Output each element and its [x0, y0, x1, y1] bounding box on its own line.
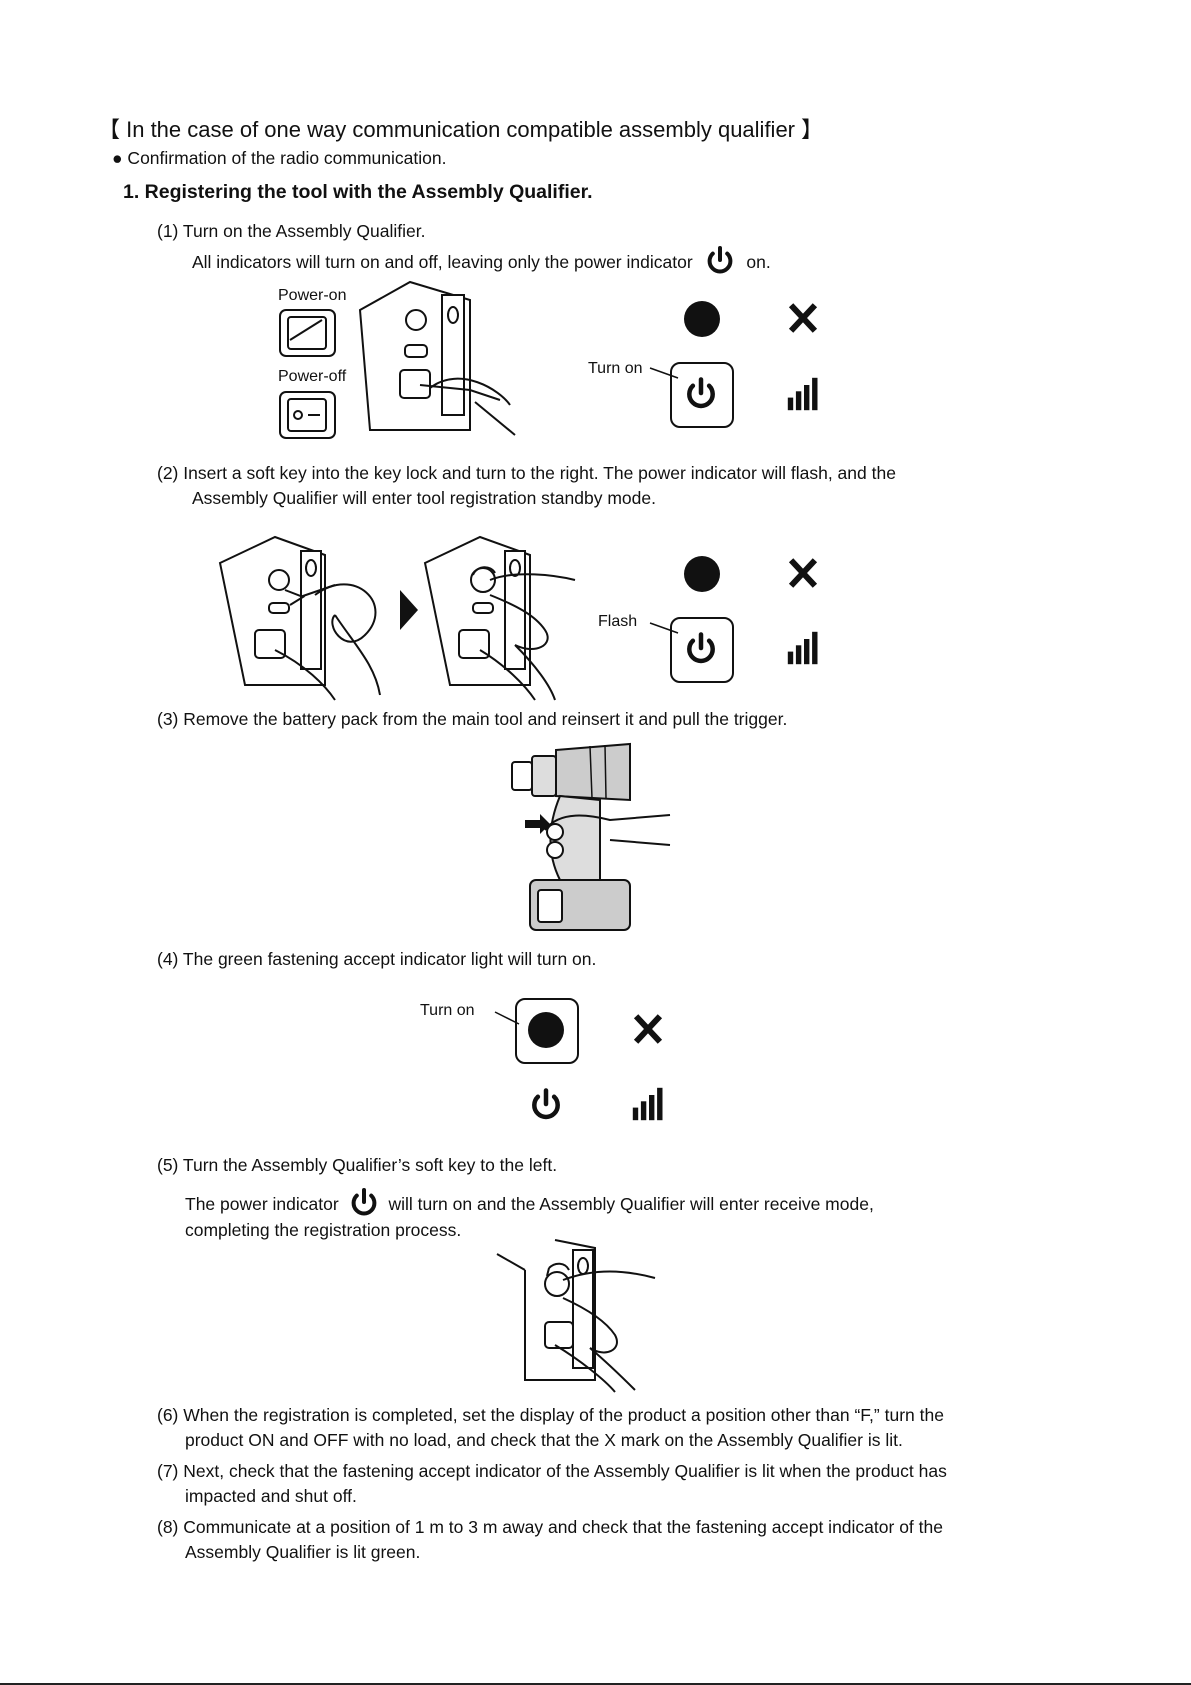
step5-line2: The power indicator will turn on and the…	[185, 1186, 874, 1218]
step5-line3: completing the registration process.	[185, 1220, 462, 1240]
page-bottom-rule	[0, 1683, 1191, 1685]
power-icon	[683, 630, 719, 666]
soft-key-insert-illustration	[218, 535, 576, 701]
label-turn-on: Turn on	[588, 360, 643, 377]
bullet-item: ● Confirmation of the radio communicatio…	[112, 148, 447, 168]
power-switch-illustration	[279, 280, 516, 439]
power-indicator-box	[670, 617, 734, 683]
label-power-on: Power-on	[278, 287, 347, 304]
step8-line1: (8) Communicate at a position of 1 m to …	[157, 1517, 943, 1537]
label-flash: Flash	[598, 613, 638, 630]
soft-key-turn-left-illustration	[496, 1239, 656, 1393]
step5-line1: (5) Turn the Assembly Qualifier’s soft k…	[157, 1155, 558, 1175]
step1-line2-b: on.	[746, 252, 771, 272]
step6-line2: product ON and OFF with no load, and che…	[185, 1430, 903, 1450]
leader-line	[649, 367, 679, 379]
step5-line2-a: The power indicator	[185, 1194, 339, 1214]
indicator-dot-icon	[684, 301, 720, 337]
step7-line2: impacted and shut off.	[185, 1486, 357, 1506]
step7-line1: (7) Next, check that the fastening accep…	[157, 1461, 947, 1481]
accept-indicator-box	[515, 998, 579, 1064]
power-icon	[683, 375, 719, 411]
step3-line1: (3) Remove the battery pack from the mai…	[157, 709, 788, 729]
label-turn-on-accept: Turn on	[420, 1002, 475, 1019]
step8-line2: Assembly Qualifier is lit green.	[185, 1542, 421, 1562]
x-mark-icon	[631, 1012, 665, 1046]
step2-line1: (2) Insert a soft key into the key lock …	[157, 463, 896, 483]
x-mark-icon	[786, 556, 820, 590]
leader-line	[649, 622, 679, 634]
step4-line1: (4) The green fastening accept indicator…	[157, 949, 597, 969]
step1-line1: (1) Turn on the Assembly Qualifier.	[157, 221, 426, 241]
section-title: 1. Registering the tool with the Assembl…	[123, 181, 593, 203]
label-power-off: Power-off	[278, 368, 347, 385]
impact-wrench-illustration	[511, 742, 671, 931]
step6-line1: (6) When the registration is completed, …	[157, 1405, 944, 1425]
power-icon	[348, 1186, 380, 1218]
page-heading: 【 In the case of one way communication c…	[98, 117, 824, 142]
step1-line2: All indicators will turn on and off, lea…	[192, 244, 771, 276]
step5-line2-b: will turn on and the Assembly Qualifier …	[388, 1194, 874, 1214]
signal-bars-icon	[631, 1086, 667, 1122]
power-icon	[704, 244, 736, 276]
step1-line2-a: All indicators will turn on and off, lea…	[192, 252, 693, 272]
step2-line2: Assembly Qualifier will enter tool regis…	[192, 488, 656, 508]
power-icon	[528, 1086, 564, 1122]
indicator-dot-icon	[528, 1012, 564, 1048]
signal-bars-icon	[786, 376, 822, 412]
signal-bars-icon	[786, 630, 822, 666]
indicator-dot-icon	[684, 556, 720, 592]
x-mark-icon	[786, 301, 820, 335]
power-indicator-box	[670, 362, 734, 428]
